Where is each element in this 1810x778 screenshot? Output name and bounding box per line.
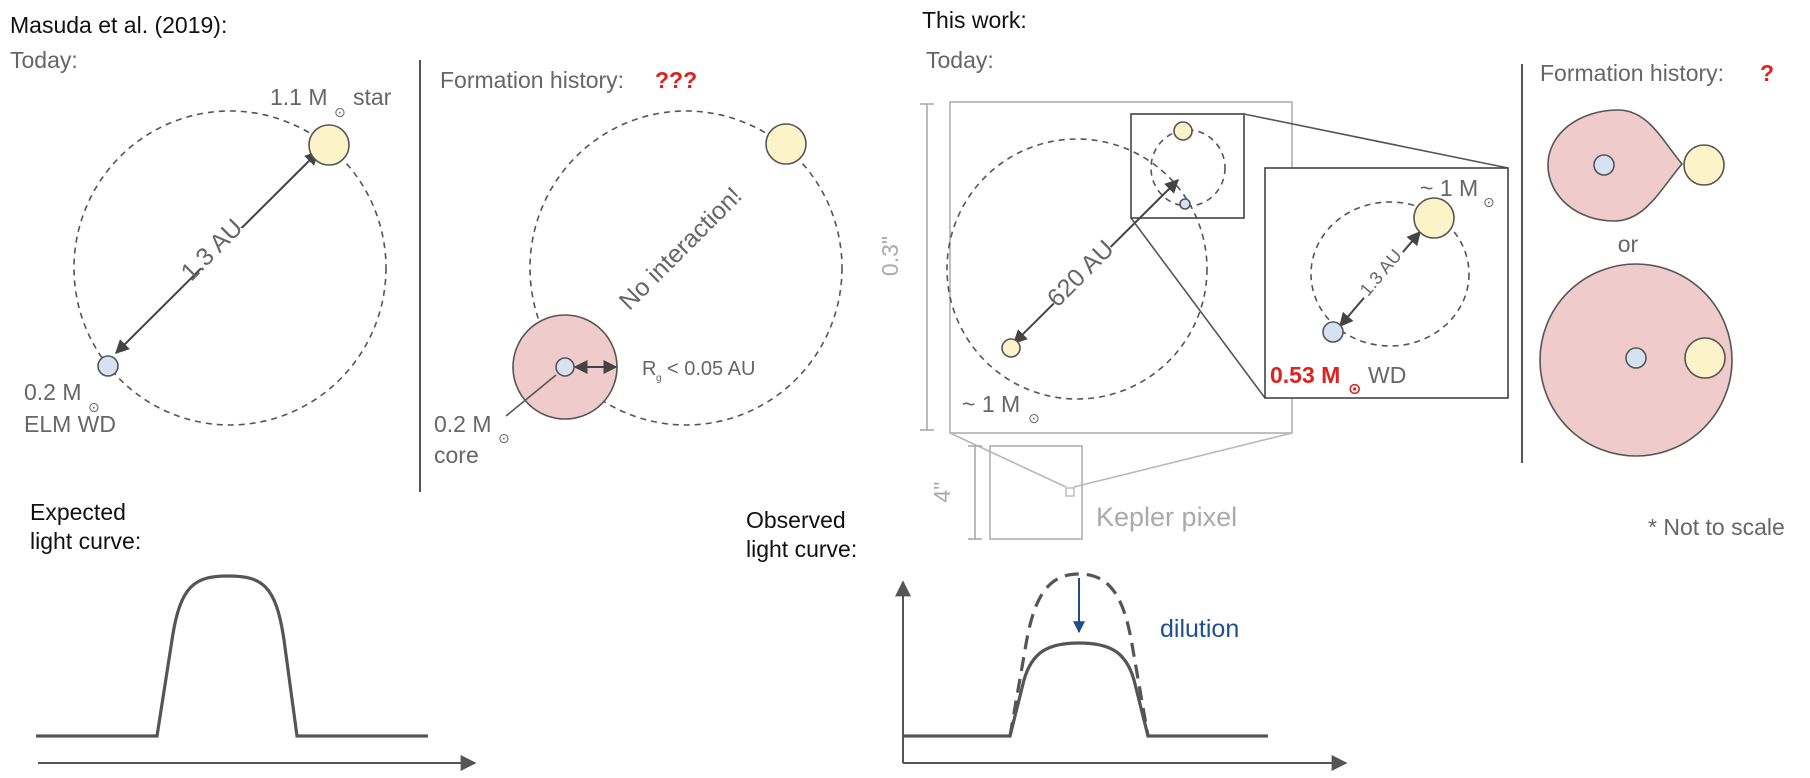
ce-wd: [1625, 347, 1647, 369]
core-suffix: core: [434, 442, 479, 468]
observed-light-curve: [903, 641, 1268, 738]
inner-small-star: [1173, 121, 1193, 141]
expected-light-curve: [36, 574, 428, 738]
outer-star-mass: ~ 1 M: [962, 391, 1020, 417]
left-wd-mass: 0.2 M: [24, 379, 82, 405]
rg-suffix: < 0.05 AU: [667, 358, 755, 380]
core-leader-line: [505, 374, 557, 417]
rlof-wd: [1593, 154, 1615, 176]
field-box: [949, 101, 1293, 434]
zoom-line-top: [1243, 113, 1509, 169]
inner-small-wd: [1179, 198, 1191, 210]
left-star-sun-symbol: ⊙: [334, 104, 346, 120]
outer-star: [1001, 338, 1021, 358]
wd-suffix: WD: [1368, 362, 1406, 388]
right-formation-question: ?: [1760, 60, 1774, 86]
inner-system-box: [1130, 113, 1245, 219]
left-formation-star: [765, 123, 807, 165]
pixel-zoom-line-right: [1073, 432, 1293, 488]
left-formation-core: [555, 357, 575, 377]
left-wd-sun-symbol: ⊙: [88, 399, 100, 415]
pixel-zoom-line-left: [949, 432, 1067, 488]
angle-scale-label: 0.3": [877, 236, 903, 276]
dilution-label: dilution: [1160, 615, 1239, 643]
expected-label-2: light curve:: [30, 528, 141, 554]
ce-star: [1684, 337, 1726, 379]
undiluted-light-curve: [1008, 572, 1150, 737]
outer-sep-bg: [1038, 231, 1122, 315]
core-sun-symbol: ⊙: [498, 430, 510, 446]
pixel-scale-label: 4": [929, 482, 955, 503]
observed-label-2: light curve:: [746, 536, 857, 562]
rlof-star: [1683, 144, 1725, 186]
inner-wd: [1322, 321, 1344, 343]
kepler-pixel-label: Kepler pixel: [1096, 502, 1237, 532]
left-star-suffix: star: [353, 84, 392, 110]
wd-sun-symbol: ⊙: [1348, 381, 1361, 398]
left-wd: [97, 355, 119, 377]
inner-orbit: [1310, 201, 1470, 347]
outer-separation-label: 620 AU: [1042, 235, 1120, 313]
inner-sep-bg: [1349, 240, 1411, 304]
left-star: [308, 124, 350, 166]
right-title: This work:: [922, 7, 1027, 33]
left-orbit: [73, 110, 387, 426]
or-label: or: [1618, 231, 1639, 257]
no-interaction-label: No interaction!: [614, 182, 748, 316]
core-mass: 0.2 M: [434, 411, 492, 437]
left-formation-question: ???: [655, 67, 697, 93]
pixel-field-marker: [1065, 487, 1075, 497]
left-sep-label-bg: [178, 228, 246, 268]
wd-mass: 0.53 M: [1270, 362, 1340, 388]
inner-star: [1413, 197, 1455, 239]
left-title: Masuda et al. (2019):: [10, 12, 227, 38]
kepler-pixel-box: [989, 445, 1083, 540]
outer-orbit: [946, 138, 1208, 400]
outer-star-sun-symbol: ⊙: [1028, 410, 1040, 426]
rg-prefix: R: [642, 358, 656, 380]
expected-label-1: Expected: [30, 499, 126, 525]
left-formation-orbit: [529, 110, 843, 426]
inner-star-mass: ~ 1 M: [1420, 175, 1478, 201]
rg-subscript: g: [656, 373, 662, 384]
right-today-label: Today:: [926, 47, 994, 73]
no-interaction-bg: [607, 175, 753, 321]
zoom-line-bottom: [1130, 217, 1266, 399]
left-formation-label: Formation history:: [440, 67, 624, 93]
not-to-scale-note: * Not to scale: [1648, 514, 1785, 540]
roche-lobe-overflow-envelope: [1547, 109, 1684, 222]
left-star-mass: 1.1 M: [270, 84, 328, 110]
inner-star-sun-symbol: ⊙: [1483, 194, 1495, 210]
right-formation-label: Formation history:: [1540, 60, 1724, 86]
observed-label-1: Observed: [746, 507, 846, 533]
left-wd-suffix: ELM WD: [24, 411, 116, 437]
left-today-label: Today:: [10, 47, 78, 73]
